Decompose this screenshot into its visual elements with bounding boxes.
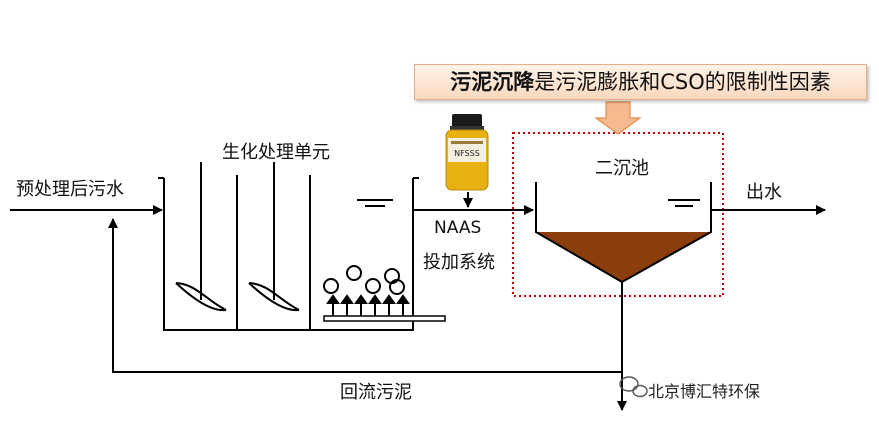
naas-label: NAAS — [434, 218, 482, 238]
banner-highlight: 污泥沉降 — [450, 70, 535, 94]
watermark: 北京博汇特环保 — [648, 382, 761, 401]
banner-down-arrow — [594, 101, 642, 135]
chemical-bottle-icon: NFSSS — [445, 114, 489, 191]
dosing-system-label: 投加系统 — [423, 252, 495, 273]
bio-unit-label: 生化处理单元 — [222, 142, 330, 163]
effluent-label: 出水 — [746, 182, 782, 203]
mixer-icon — [175, 162, 227, 312]
air-pipe — [323, 315, 446, 322]
return-sludge-line — [108, 218, 622, 373]
mixer-icon — [248, 162, 300, 312]
clarifier-tank — [535, 182, 712, 284]
clarifier-label: 二沉池 — [595, 158, 649, 179]
return-sludge-label: 回流污泥 — [340, 382, 412, 403]
bottle-label: NFSSS — [454, 149, 480, 158]
bio-tank — [158, 175, 419, 331]
wechat-icon — [619, 376, 648, 398]
aeration-arrows — [326, 294, 410, 316]
aeration-bubble-icon — [323, 265, 405, 295]
sludge-settling-banner: 污泥沉降是污泥膨胀和CSO的限制性因素 — [414, 64, 867, 100]
banner-rest: 是污泥膨胀和CSO的限制性因素 — [534, 70, 831, 94]
inflow-label: 预处理后污水 — [16, 179, 124, 200]
